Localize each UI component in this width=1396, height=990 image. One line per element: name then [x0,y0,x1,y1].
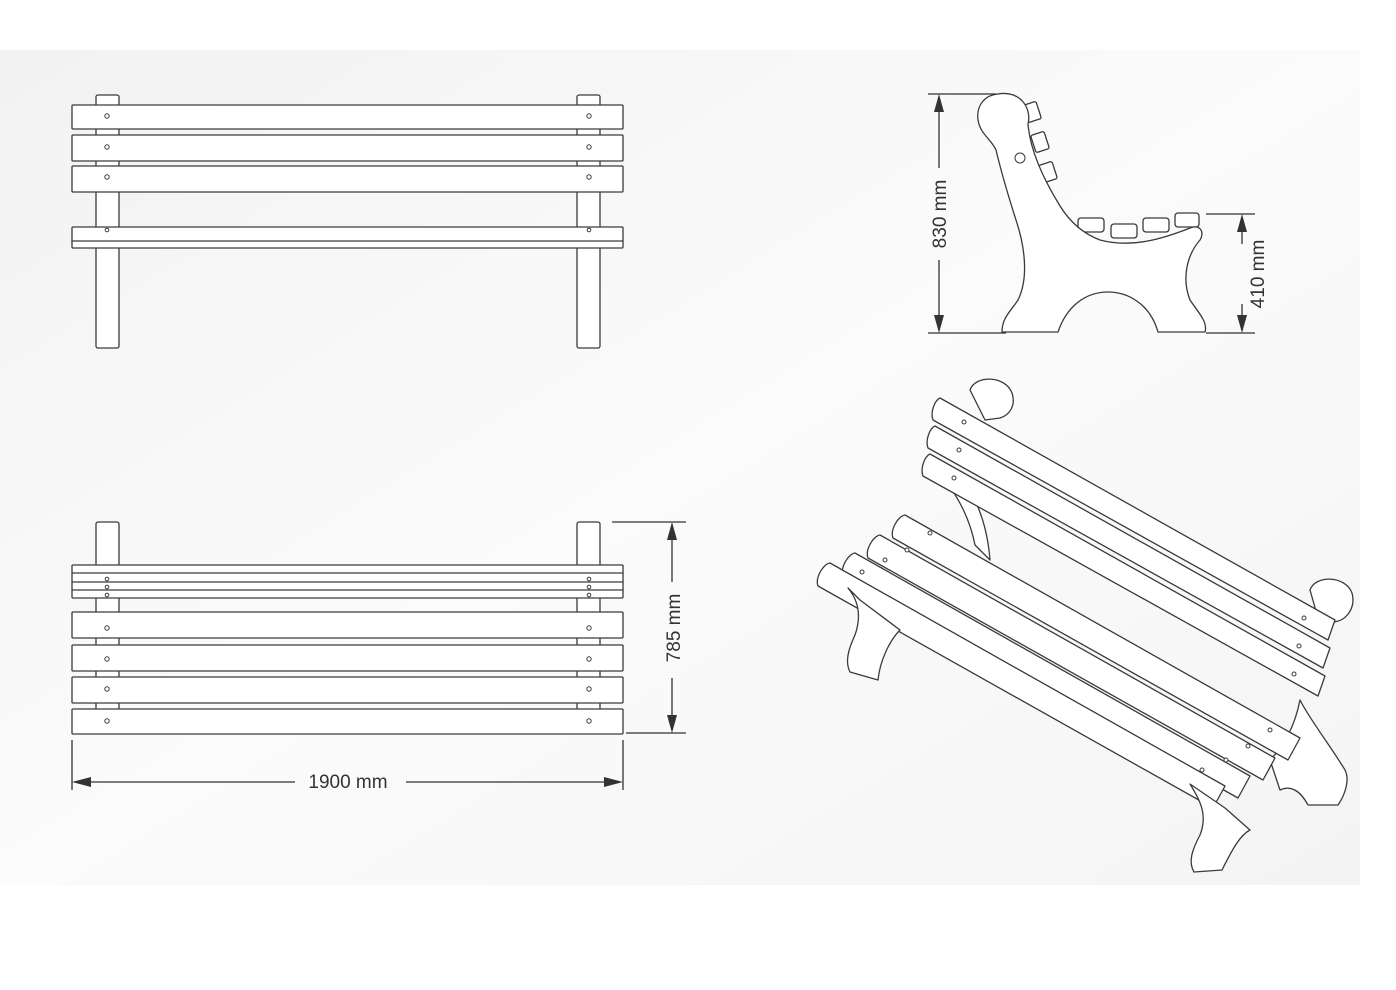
rear-view-seat-rail [71,226,624,249]
dimension-width: 1900 mm [71,740,624,793]
dimension-height-side: 830 mm [928,93,1006,334]
dimension-seat-height-label: 410 mm [1248,240,1269,309]
rear-view-right-post [576,94,601,349]
dimension-height-side-label: 830 mm [930,180,951,249]
rear-view-slat-2 [71,134,624,162]
iso-back-slat-1 [931,397,1336,641]
iso-seat-slat-2 [866,534,1276,781]
side-frame [977,92,1207,333]
dimension-height-front: 785 mm [612,521,686,734]
front-view [71,521,624,735]
dimension-height-front-label: 785 mm [664,594,685,663]
front-view-slat-4 [71,708,624,735]
iso-near-front-leg [1189,783,1251,873]
rear-view [71,94,624,349]
rear-view-left-post [95,94,120,349]
front-view-slat-1 [71,611,624,639]
iso-seat-slat-1 [891,514,1301,761]
isometric-view [816,378,1354,873]
iso-back-slat-2 [926,425,1331,669]
rear-view-slat-3 [71,165,624,193]
iso-seat-slat-4 [816,562,1226,809]
dimension-width-label: 1900 mm [308,772,387,793]
rear-view-slat-1 [71,104,624,130]
side-view [977,92,1207,333]
front-view-slat-3 [71,676,624,704]
dimension-seat-height: 410 mm [1206,213,1269,334]
iso-far-leg [846,587,901,681]
iso-back-slat-3 [921,453,1326,697]
front-view-slat-2 [71,644,624,672]
